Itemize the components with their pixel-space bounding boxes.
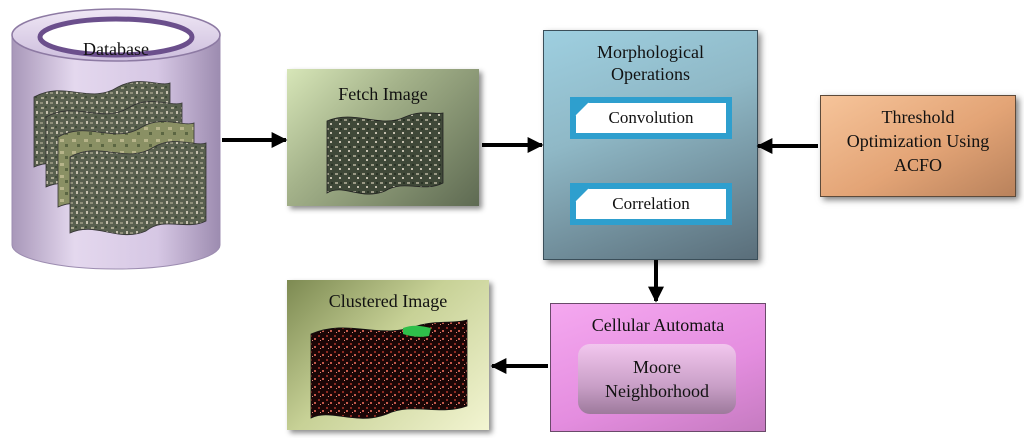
morph-title-line-2: Operations — [611, 64, 690, 84]
database-label: Database — [83, 39, 149, 59]
fetch-image-box: Fetch Image — [287, 69, 479, 206]
moore-line-1: Moore — [633, 357, 681, 377]
correlation-box: Correlation — [570, 183, 732, 225]
clustered-image-box: Clustered Image — [287, 280, 489, 430]
database-image-stack — [33, 81, 207, 236]
moore-line-2: Neighborhood — [605, 381, 709, 401]
database-graphic — [11, 8, 221, 270]
convolution-label: Convolution — [575, 102, 727, 134]
fetch-satellite-image — [326, 112, 444, 195]
cellular-title: Cellular Automata — [591, 315, 725, 335]
database-cylinder: Database — [10, 5, 222, 273]
correlation-label: Correlation — [575, 188, 727, 220]
cellular-automata-box: Cellular Automata Moore Neighborhood — [550, 303, 766, 432]
moore-neighborhood-box: Moore Neighborhood — [578, 344, 736, 414]
threshold-line-3: ACFO — [893, 155, 942, 175]
threshold-optimization-box: Threshold Optimization Using ACFO — [820, 95, 1016, 197]
threshold-line-1: Threshold — [881, 107, 955, 127]
clustered-result-image — [310, 319, 468, 419]
fetch-image-label: Fetch Image — [338, 84, 428, 104]
morph-title-line-1: Morphological — [597, 42, 704, 62]
convolution-box: Convolution — [570, 97, 732, 139]
threshold-line-2: Optimization Using — [846, 131, 990, 151]
clustered-image-label: Clustered Image — [328, 291, 448, 311]
morphological-operations-box: Morphological Operations Convolution Cor… — [543, 30, 758, 260]
